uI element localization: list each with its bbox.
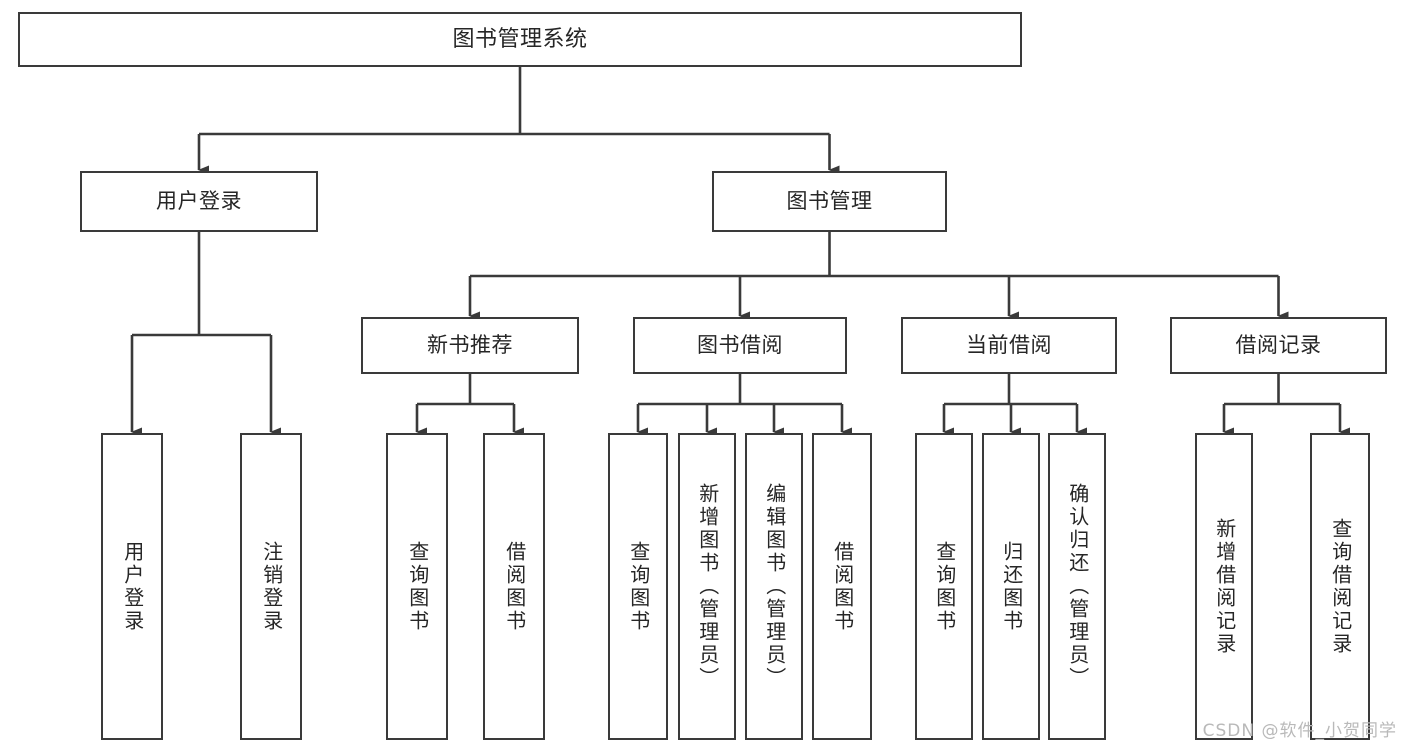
node-leaf-add-book[interactable]: 新增图书（管理员）	[678, 433, 736, 740]
node-label: 查询图书	[626, 540, 651, 633]
node-borrow-record[interactable]: 借阅记录	[1170, 317, 1387, 374]
node-leaf-query-book-2[interactable]: 查询图书	[608, 433, 668, 740]
node-label: 借阅图书	[502, 540, 527, 633]
node-label: 确认归还（管理员）	[1065, 483, 1090, 690]
node-leaf-query-book-3[interactable]: 查询图书	[915, 433, 973, 740]
node-leaf-return-book[interactable]: 归还图书	[982, 433, 1040, 740]
node-new-book-rec[interactable]: 新书推荐	[361, 317, 579, 374]
node-current-borrow[interactable]: 当前借阅	[901, 317, 1117, 374]
node-label: 编辑图书（管理员）	[762, 483, 787, 690]
node-user-login[interactable]: 用户登录	[80, 171, 318, 232]
node-label: 用户登录	[156, 189, 242, 214]
node-label: 借阅图书	[830, 540, 855, 633]
node-leaf-borrow-book-2[interactable]: 借阅图书	[812, 433, 872, 740]
node-leaf-edit-book[interactable]: 编辑图书（管理员）	[745, 433, 803, 740]
node-leaf-user-logout[interactable]: 注销登录	[240, 433, 302, 740]
node-label: 当前借阅	[966, 333, 1052, 358]
node-label: 归还图书	[999, 540, 1024, 633]
node-label: 图书借阅	[697, 333, 783, 358]
node-label: 借阅记录	[1235, 333, 1322, 358]
node-leaf-query-book-1[interactable]: 查询图书	[386, 433, 448, 740]
node-label: 查询借阅记录	[1328, 517, 1353, 656]
node-book-borrow[interactable]: 图书借阅	[633, 317, 847, 374]
node-leaf-borrow-book-1[interactable]: 借阅图书	[483, 433, 545, 740]
node-label: 新增借阅记录	[1212, 517, 1237, 656]
node-label: 图书管理系统	[452, 26, 588, 52]
node-label: 图书管理	[786, 189, 873, 214]
node-leaf-add-record[interactable]: 新增借阅记录	[1195, 433, 1253, 740]
node-leaf-confirm-return[interactable]: 确认归还（管理员）	[1048, 433, 1106, 740]
node-label: 查询图书	[405, 540, 430, 633]
node-label: 新书推荐	[427, 333, 513, 358]
node-label: 注销登录	[259, 540, 284, 633]
node-label: 新增图书（管理员）	[695, 483, 720, 690]
node-label: 查询图书	[932, 540, 957, 633]
node-book-manage[interactable]: 图书管理	[712, 171, 947, 232]
watermark: CSDN @软件_小贺同学	[1202, 721, 1397, 741]
node-root[interactable]: 图书管理系统	[18, 12, 1022, 67]
node-leaf-user-login[interactable]: 用户登录	[101, 433, 163, 740]
node-leaf-query-record[interactable]: 查询借阅记录	[1310, 433, 1370, 740]
node-label: 用户登录	[120, 540, 145, 633]
